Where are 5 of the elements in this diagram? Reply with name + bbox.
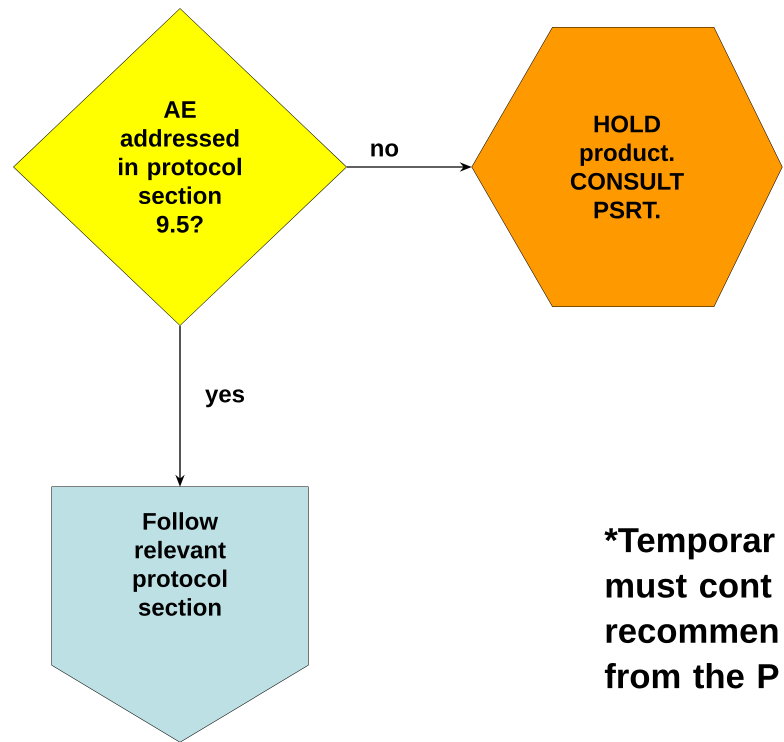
edge-label: no — [368, 142, 400, 158]
edge-label: yes — [204, 388, 246, 409]
note-text: *Temporar must cont recommen from the P — [604, 528, 778, 688]
process-box: Follow relevant protocol section — [51, 486, 309, 742]
process-hexagon: HOLD product. CONSULT PSRT. — [471, 26, 783, 308]
